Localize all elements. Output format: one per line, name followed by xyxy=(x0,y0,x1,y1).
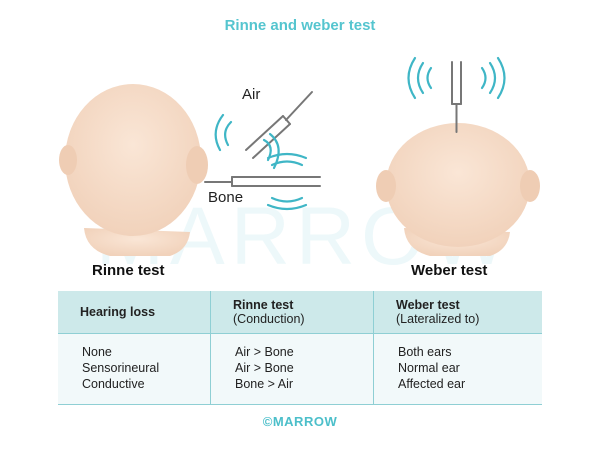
cell-rinne-sensorineural: Air > Bone xyxy=(235,361,294,375)
weber-head xyxy=(376,123,540,256)
header-weber-test: Weber test (Lateralized to) xyxy=(373,291,542,334)
cell-conductive: Conductive xyxy=(82,377,145,391)
comparison-table: Hearing loss Rinne test (Conduction) Web… xyxy=(58,291,542,405)
hearing-loss-cell: None Sensorineural Conductive xyxy=(58,333,211,405)
weber-test-caption: Weber test xyxy=(411,262,488,279)
cell-sensorineural: Sensorineural xyxy=(82,361,160,375)
weber-result-cell: Both ears Normal ear Affected ear xyxy=(373,333,542,405)
air-label: Air xyxy=(242,86,261,103)
weber-tuning-fork xyxy=(451,61,462,133)
cell-rinne-none: Air > Bone xyxy=(235,345,294,359)
cell-rinne-conductive: Bone > Air xyxy=(235,377,294,391)
copyright-footer: ©MARROW xyxy=(262,414,338,429)
rinne-ear xyxy=(186,146,208,184)
cell-none: None xyxy=(82,345,112,359)
cell-weber-sensorineural: Normal ear xyxy=(398,361,460,375)
cell-weber-conductive: Affected ear xyxy=(398,377,466,391)
table-header-row: Hearing loss Rinne test (Conduction) Web… xyxy=(58,291,542,334)
rinne-result-cell: Air > Bone Air > Bone Bone > Air xyxy=(210,333,374,405)
bone-sound-waves-icon xyxy=(266,152,308,211)
bone-tuning-fork xyxy=(204,176,321,187)
weber-sound-waves-icon xyxy=(407,56,506,100)
bone-label: Bone xyxy=(208,189,244,206)
illustration xyxy=(59,56,540,256)
header-rinne-test: Rinne test (Conduction) xyxy=(210,291,374,334)
table-row: None Sensorineural Conductive Air > Bone… xyxy=(58,333,542,405)
air-tuning-fork xyxy=(245,91,313,159)
rinne-head xyxy=(59,84,208,256)
rinne-test-caption: Rinne test xyxy=(92,262,165,279)
air-sound-waves-icon xyxy=(214,113,280,170)
header-hearing-loss: Hearing loss xyxy=(58,291,211,334)
cell-weber-none: Both ears xyxy=(398,345,452,359)
diagram-title: Rinne and weber test xyxy=(224,17,376,34)
